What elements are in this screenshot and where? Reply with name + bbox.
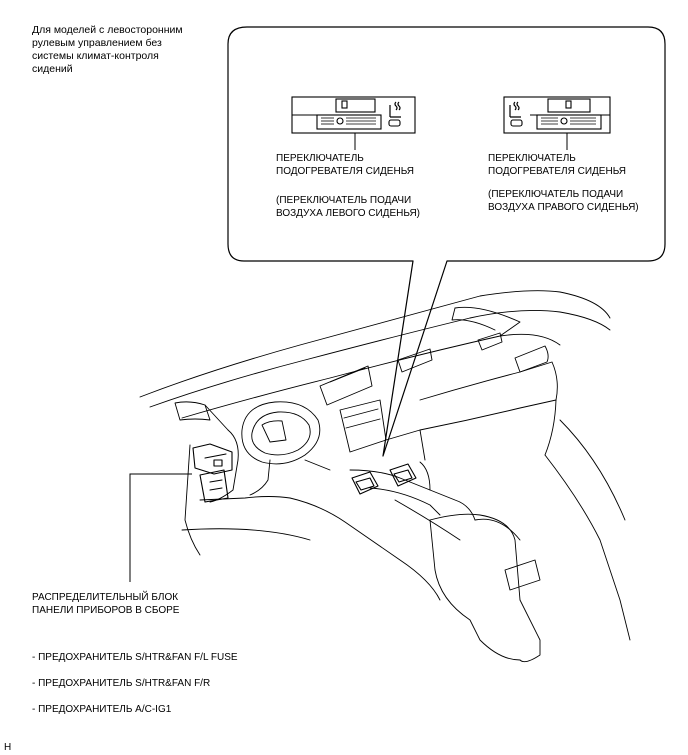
right-seat-heater-switch [503,96,611,134]
right-switch-sublabel: (ПЕРЕКЛЮЧАТЕЛЬ ПОДАЧИ ВОЗДУХА ПРАВОГО СИ… [488,189,639,213]
fuse-item: - ПРЕДОХРАНИТЕЛЬ S/HTR&FAN F/R [32,678,211,689]
dashboard-illustration [139,290,631,663]
fuse-item: - ПРЕДОХРАНИТЕЛЬ A/C-IG1 [32,704,172,715]
callout-bubble [227,26,666,457]
header-note: Для моделей с левосторонним рулевым упра… [32,24,183,75]
left-switch-label: ПЕРЕКЛЮЧАТЕЛЬ ПОДОГРЕВАТЕЛЯ СИДЕНЬЯ [276,153,415,177]
left-seat-heater-switch [291,96,416,134]
fuse-item: - ПРЕДОХРАНИТЕЛЬ S/HTR&FAN F/L FUSE [32,652,238,663]
right-switch-label: ПЕРЕКЛЮЧАТЕЛЬ ПОДОГРЕВАТЕЛЯ СИДЕНЬЯ [488,153,627,177]
footer-code: H [4,742,12,753]
junction-block-label: РАСПРЕДЕЛИТЕЛЬНЫЙ БЛОК ПАНЕЛИ ПРИБОРОВ В… [32,592,180,616]
seat-heater-icon [509,101,521,118]
left-switch-sublabel: (ПЕРЕКЛЮЧАТЕЛЬ ПОДАЧИ ВОЗДУХА ЛЕВОГО СИД… [276,195,421,219]
seat-heater-icon [389,101,401,118]
